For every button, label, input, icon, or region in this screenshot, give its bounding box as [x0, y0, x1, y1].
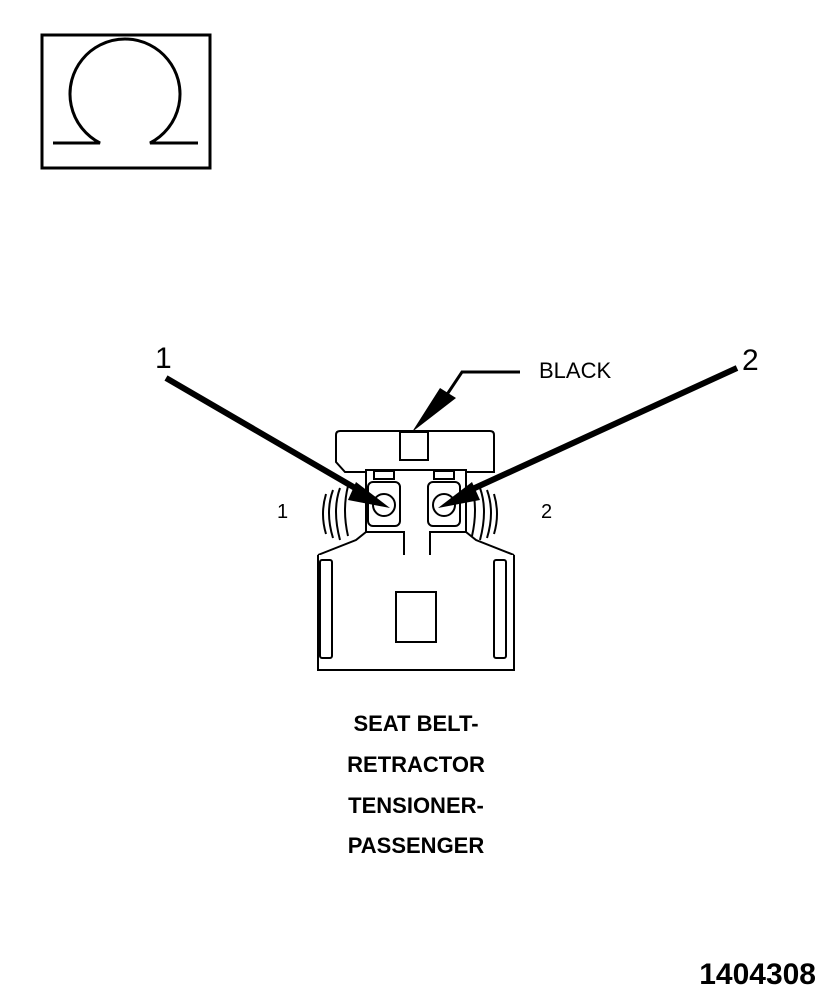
- callout-label-2: 2: [742, 344, 759, 377]
- connector-title-line-4: PASSENGER: [348, 833, 485, 858]
- connector-title-line-1: SEAT BELT-: [353, 711, 478, 736]
- arrowhead-color: [412, 388, 456, 432]
- callout-label-1: 1: [155, 342, 172, 375]
- figure-number: 1404308: [699, 958, 816, 991]
- connector-title: SEAT BELT- RETRACTOR TENSIONER- PASSENGE…: [347, 711, 485, 858]
- connector-body: [317, 430, 515, 671]
- ohm-icon: [53, 37, 198, 145]
- pin-label-2: 2: [541, 501, 552, 523]
- ohm-symbol-box: [40, 33, 212, 170]
- connector-title-line-3: TENSIONER-: [348, 793, 484, 818]
- pin-label-1: 1: [277, 501, 288, 523]
- lock-tab: [399, 431, 429, 461]
- connector-color-label: BLACK: [539, 358, 611, 383]
- arrowhead-1: [348, 482, 390, 508]
- connector-title-line-2: RETRACTOR: [347, 752, 485, 777]
- arrowhead-2: [438, 482, 480, 508]
- leaders: [164, 365, 739, 508]
